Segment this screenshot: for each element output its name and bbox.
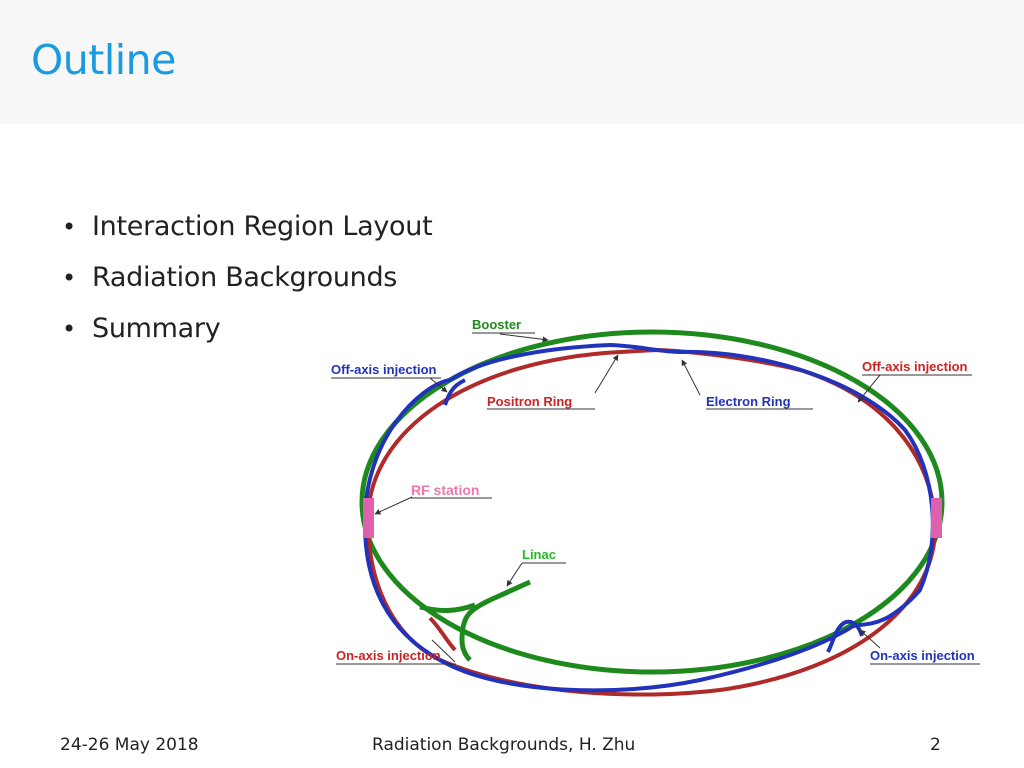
label-booster: Booster — [472, 317, 521, 332]
leader-on-axis-left — [431, 639, 456, 663]
leader-off-axis-left — [429, 377, 448, 393]
booster-ring — [359, 329, 945, 675]
footer-center-text: Radiation Backgrounds, H. Zhu — [372, 735, 636, 755]
rf-station-left — [363, 498, 374, 538]
leader-electron — [681, 359, 701, 396]
label-positron-ring: Positron Ring — [487, 394, 572, 409]
leader-positron — [594, 354, 619, 394]
title-bar: Outline — [0, 0, 1024, 124]
linac-junction — [419, 602, 476, 613]
positron-ring — [365, 347, 938, 697]
leader-off-axis-right — [857, 374, 881, 403]
rf-station-right — [931, 498, 942, 538]
label-on-axis-injection-left: On-axis injection — [336, 648, 441, 663]
leader-on-axis-right — [859, 629, 881, 649]
linac-line — [459, 579, 532, 662]
label-off-axis-injection-right: Off-axis injection — [862, 359, 968, 374]
page-number: 2 — [930, 735, 941, 755]
on-axis-injection-left-branch — [428, 616, 457, 652]
slide-title: Outline — [31, 36, 176, 84]
label-rf-station: RF station — [411, 482, 479, 498]
leader-booster — [499, 333, 549, 343]
footer-date: 24-26 May 2018 — [60, 735, 199, 755]
leader-linac — [506, 562, 523, 587]
accelerator-diagram: Booster Off-axis injection Positron Ring… — [331, 317, 980, 697]
label-linac: Linac — [522, 547, 556, 562]
label-electron-ring: Electron Ring — [706, 394, 791, 409]
bullet-list: Interaction Region Layout Radiation Back… — [62, 205, 433, 358]
bullet-item: Radiation Backgrounds — [62, 256, 432, 307]
label-on-axis-injection-right: On-axis injection — [870, 648, 975, 663]
off-axis-injection-left-branch — [443, 378, 466, 406]
leader-rf — [374, 496, 413, 515]
bullet-item: Interaction Region Layout — [62, 205, 433, 256]
bullet-item: Summary — [62, 307, 432, 358]
label-off-axis-injection-left: Off-axis injection — [331, 362, 437, 377]
